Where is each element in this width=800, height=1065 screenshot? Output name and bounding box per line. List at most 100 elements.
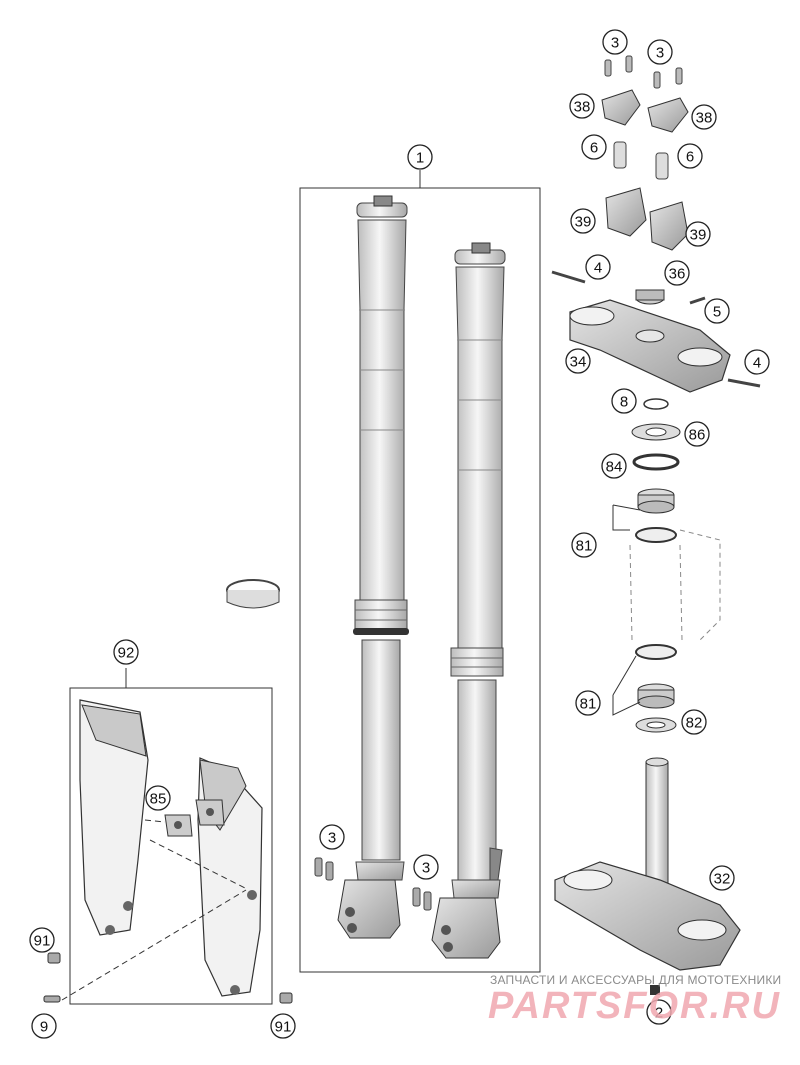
callout-c6b: 6 (677, 143, 703, 169)
callout-c39a: 39 (570, 208, 596, 234)
callout-circle (691, 104, 717, 130)
callout-label: 5 (713, 304, 721, 321)
screws-91-9 (43, 952, 293, 1004)
callout-label: 34 (570, 354, 587, 371)
fork-guard-group-frame (69, 687, 273, 1005)
callout-circle (585, 254, 611, 280)
callout-label: 6 (590, 140, 598, 157)
callout-label: 81 (580, 696, 597, 713)
callout-circle (319, 824, 345, 850)
callout-circle (681, 709, 707, 735)
fork-guard-right (197, 757, 263, 997)
frame-head-tube-outline (629, 529, 721, 641)
watermark-logo: PARTSFOR.RU (488, 985, 781, 1027)
callout-circle (570, 208, 596, 234)
seal-ring-84 (632, 453, 680, 471)
callout-label: 82 (686, 715, 703, 732)
callout-label: 32 (714, 871, 731, 888)
bearing-cup-upper (635, 527, 677, 543)
bearing-upper-81 (637, 488, 675, 514)
callout-circle (270, 1013, 296, 1039)
callout-circle (677, 143, 703, 169)
callout-circle (571, 532, 597, 558)
callout-label: 39 (690, 227, 707, 244)
callout-c92: 92 (113, 639, 139, 665)
callout-circle (744, 349, 770, 375)
callout-c39b: 39 (685, 221, 711, 247)
callout-label: 9 (40, 1019, 48, 1036)
callout-label: 85 (150, 791, 167, 808)
callout-circle (31, 1013, 57, 1039)
callout-circle (601, 453, 627, 479)
fork-leg-left (337, 195, 409, 939)
callout-circle (704, 298, 730, 324)
callout-label: 3 (656, 45, 664, 62)
handlebar-risers (605, 187, 689, 251)
callout-c81a: 81 (571, 532, 597, 558)
callout-c38a: 38 (569, 93, 595, 119)
callout-circle (569, 93, 595, 119)
callout-circle (29, 927, 55, 953)
callout-c6a: 6 (581, 134, 607, 160)
callout-c9: 9 (31, 1013, 57, 1039)
callout-c81b: 81 (575, 690, 601, 716)
bearing-lower-81 (637, 683, 675, 709)
callout-label: 4 (753, 355, 761, 372)
callout-label: 3 (611, 35, 619, 52)
callout-c2: 2 (646, 999, 672, 1025)
callout-circle (413, 854, 439, 880)
callout-label: 4 (594, 260, 602, 277)
callout-c4a: 4 (585, 254, 611, 280)
dust-seal-86 (631, 423, 681, 441)
handlebar-pins (613, 141, 669, 180)
callout-circle (581, 134, 607, 160)
callout-label: 92 (118, 645, 135, 662)
dust-seal-82 (635, 717, 677, 733)
callout-label: 2 (655, 1005, 663, 1022)
callout-c32: 32 (709, 865, 735, 891)
fork-guard-left (79, 699, 149, 936)
bolts-left-axle-clamp (314, 857, 334, 881)
callout-c8: 8 (611, 388, 637, 414)
fork-leg-right (431, 242, 506, 959)
callout-label: 38 (696, 110, 713, 127)
upper-triple-clamp (551, 270, 761, 393)
callout-c82: 82 (681, 709, 707, 735)
callout-label: 91 (275, 1019, 292, 1036)
callout-label: 38 (574, 99, 591, 116)
callout-c38b: 38 (691, 104, 717, 130)
callout-c1: 1 (407, 144, 433, 170)
callout-c5: 5 (704, 298, 730, 324)
callout-label: 81 (576, 538, 593, 555)
callout-c3d: 3 (413, 854, 439, 880)
callout-circle (647, 39, 673, 65)
bearing-cup-lower (635, 644, 677, 660)
callout-circle (709, 865, 735, 891)
callout-c91b: 91 (270, 1013, 296, 1039)
callout-label: 3 (328, 830, 336, 847)
handlebar-bolts (604, 55, 683, 89)
clamp-ring (226, 579, 280, 609)
cable-guide-85 (164, 799, 225, 837)
callout-c91a: 91 (29, 927, 55, 953)
callout-circle (565, 348, 591, 374)
callout-c4b: 4 (744, 349, 770, 375)
callout-label: 8 (620, 394, 628, 411)
handlebar-clamps-top (601, 89, 689, 133)
callout-circle (145, 785, 171, 811)
callout-label: 86 (689, 427, 706, 444)
callout-label: 91 (34, 933, 51, 950)
callout-circle (602, 29, 628, 55)
callout-c3a: 3 (602, 29, 628, 55)
fork-group-frame (299, 187, 541, 973)
steering-nut (635, 289, 665, 305)
callout-c86: 86 (684, 421, 710, 447)
callout-c3b: 3 (647, 39, 673, 65)
callout-circle (684, 421, 710, 447)
callout-circle (664, 260, 690, 286)
callout-label: 1 (416, 150, 424, 167)
callout-label: 36 (669, 266, 686, 283)
callout-c3c: 3 (319, 824, 345, 850)
callout-circle (113, 639, 139, 665)
callout-label: 39 (575, 214, 592, 231)
